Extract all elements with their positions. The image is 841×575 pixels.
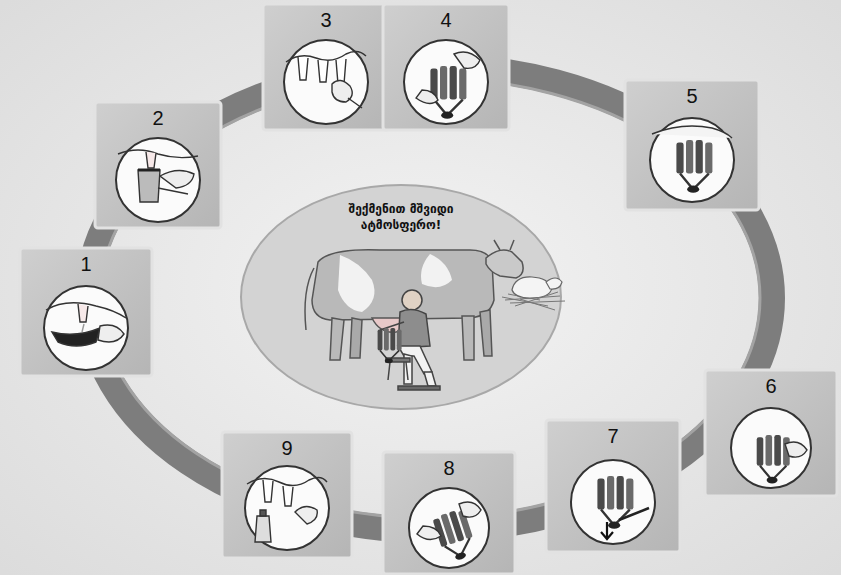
step-tile: 3 bbox=[263, 4, 389, 130]
step-tile: 4 bbox=[383, 4, 509, 130]
step-number: 8 bbox=[383, 452, 515, 479]
step-number: 4 bbox=[383, 4, 509, 31]
step-tile: 7 bbox=[546, 420, 680, 552]
step-tile: 2 bbox=[95, 102, 221, 228]
step-number: 5 bbox=[625, 80, 759, 107]
step-number: 7 bbox=[546, 420, 680, 447]
step-number: 1 bbox=[20, 248, 152, 275]
step-number: 3 bbox=[263, 4, 389, 31]
step-tile: 6 bbox=[705, 370, 837, 496]
step-tile: 8 bbox=[383, 452, 515, 574]
step-number: 2 bbox=[95, 102, 221, 129]
step-number: 6 bbox=[705, 370, 837, 397]
slogan-text: შექმენით მშვიდი ატმოსფერო! bbox=[326, 201, 476, 233]
step-tile: 9 bbox=[222, 432, 352, 558]
center-oval: შექმენით მშვიდი ატმოსფერო! bbox=[241, 185, 561, 409]
step-tile: 5 bbox=[625, 80, 759, 210]
step-number: 9 bbox=[222, 432, 352, 459]
step-tile: 1 bbox=[20, 248, 152, 376]
